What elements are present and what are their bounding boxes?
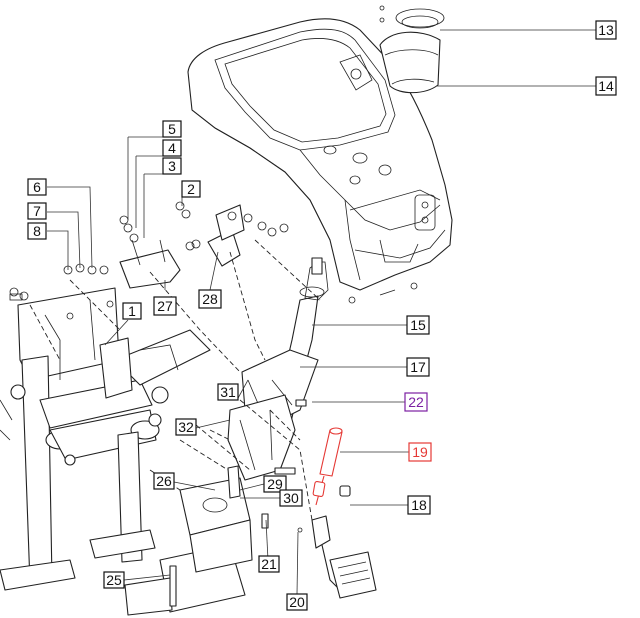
- callout-15: 15: [406, 315, 430, 335]
- svg-text:28: 28: [202, 291, 218, 307]
- column-base: [124, 465, 269, 616]
- svg-text:29: 29: [267, 476, 283, 492]
- svg-text:21: 21: [261, 556, 277, 572]
- callout-27: 27: [153, 296, 177, 316]
- svg-text:25: 25: [106, 572, 122, 588]
- callout-21: 21: [258, 555, 280, 573]
- assembly-lines: [29, 239, 321, 521]
- callout-22: 22: [404, 392, 428, 412]
- callout-29: 29: [263, 475, 287, 493]
- svg-text:13: 13: [598, 22, 614, 38]
- svg-text:27: 27: [157, 298, 173, 314]
- svg-text:20: 20: [289, 594, 305, 610]
- pedal-frame: [0, 287, 211, 591]
- svg-text:26: 26: [156, 473, 172, 489]
- callout-31: 31: [217, 383, 239, 401]
- callout-18: 18: [407, 495, 431, 515]
- callout-6: 6: [27, 178, 47, 196]
- svg-text:7: 7: [33, 203, 41, 219]
- svg-text:3: 3: [168, 158, 176, 174]
- mount-brackets: [9, 201, 289, 301]
- steering-column: [227, 257, 329, 481]
- callout-19: 19: [408, 442, 432, 462]
- svg-text:19: 19: [412, 444, 428, 460]
- svg-text:17: 17: [410, 359, 426, 375]
- svg-text:30: 30: [283, 490, 299, 506]
- dashboard-cowl: [187, 18, 453, 304]
- callout-30: 30: [279, 489, 303, 507]
- leader-lines: [47, 29, 596, 595]
- svg-text:18: 18: [411, 497, 427, 513]
- svg-text:31: 31: [220, 384, 236, 400]
- callout-32: 32: [175, 418, 197, 436]
- callout-5: 5: [162, 120, 182, 138]
- svg-text:14: 14: [598, 78, 614, 94]
- steering-boot: [379, 5, 445, 94]
- svg-text:15: 15: [410, 317, 426, 333]
- svg-text:4: 4: [168, 140, 176, 156]
- svg-text:6: 6: [33, 179, 41, 195]
- svg-text:8: 8: [33, 223, 41, 239]
- callout-3: 3: [162, 157, 182, 175]
- callout-28: 28: [198, 289, 222, 309]
- callout-2: 2: [181, 180, 201, 198]
- svg-text:2: 2: [187, 181, 195, 197]
- callout-13: 13: [595, 20, 617, 40]
- callout-4: 4: [162, 139, 182, 157]
- svg-text:5: 5: [168, 121, 176, 137]
- pedal: [274, 399, 377, 599]
- callout-1: 1: [122, 302, 142, 320]
- svg-text:1: 1: [128, 303, 136, 319]
- gas-spring-19: [312, 427, 343, 506]
- callout-26: 26: [153, 472, 175, 490]
- callout-25: 25: [103, 571, 125, 589]
- callout-14: 14: [595, 76, 617, 96]
- svg-text:32: 32: [178, 419, 194, 435]
- svg-text:22: 22: [408, 394, 424, 410]
- callout-8: 8: [27, 222, 47, 240]
- callout-20: 20: [286, 593, 308, 611]
- callout-7: 7: [27, 202, 47, 220]
- callout-17: 17: [406, 357, 430, 377]
